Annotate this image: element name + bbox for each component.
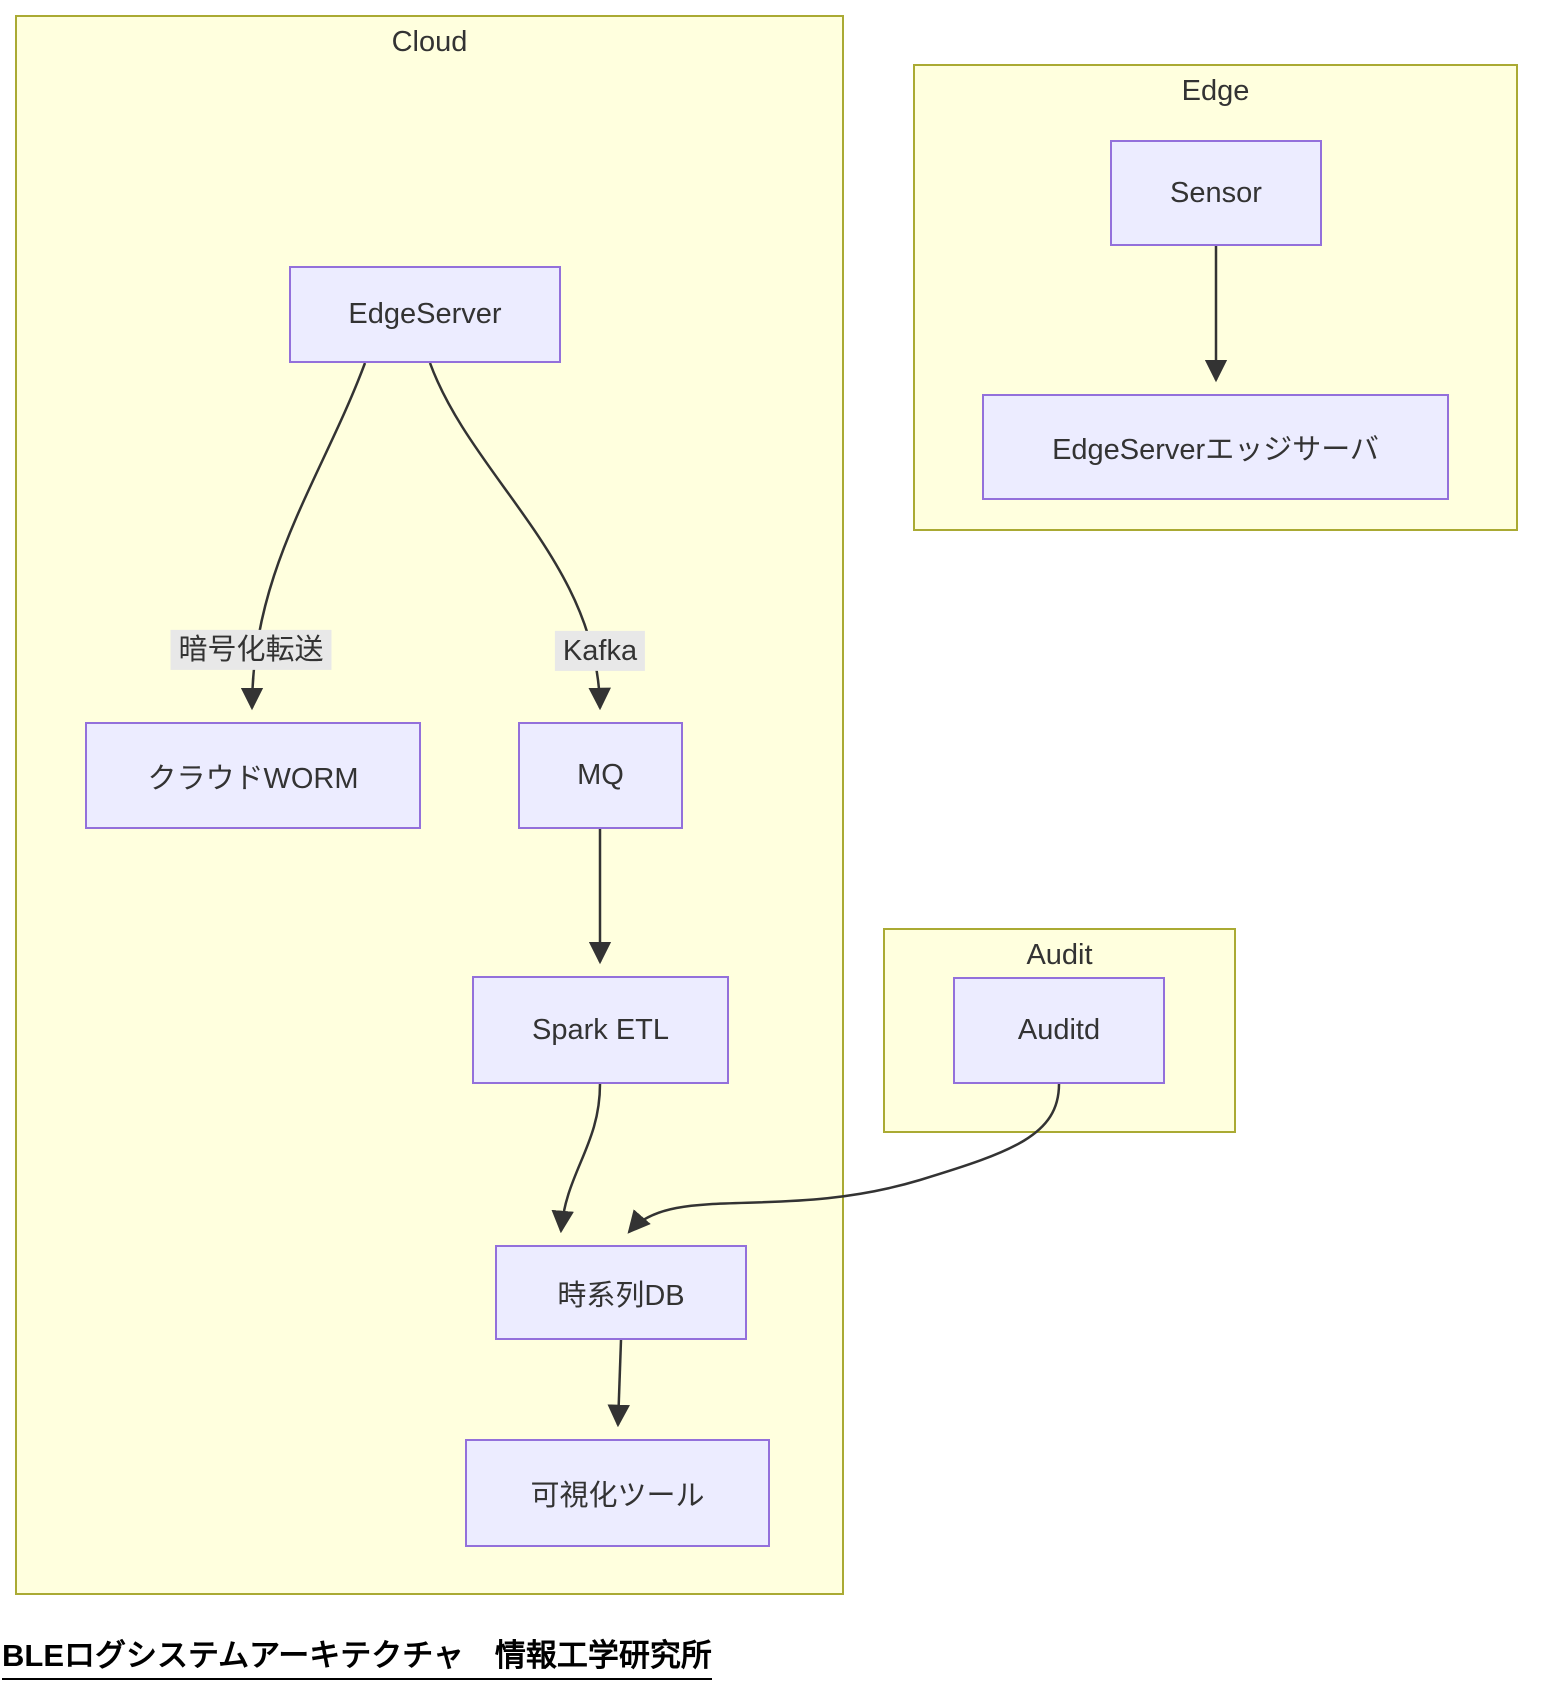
node-sensor: Sensor [1110,140,1322,246]
node-auditd-label: Auditd [1017,1014,1101,1046]
node-sensor-label: Sensor [1170,176,1262,209]
cluster-cloud-title: Cloud [391,26,468,58]
node-edgeserver-edge-label: EdgeServerエッジサーバ [1052,434,1379,466]
node-viz-tool: 可視化ツール [465,1439,770,1547]
node-edgeserver-edge: EdgeServerエッジサーバ [982,394,1449,500]
node-mq: MQ [518,722,683,829]
cluster-edge-title: Edge [1181,75,1250,107]
edge-label-kafka: Kafka [554,630,646,672]
cluster-audit-title: Audit [1026,939,1093,971]
diagram-caption: BLEログシステムアーキテクチャ 情報工学研究所 [2,1630,712,1680]
node-spark-etl: Spark ETL [472,976,729,1084]
node-edgeserver-label: EdgeServer [348,298,502,330]
node-viz-tool-label: 可視化ツール [530,1480,705,1512]
node-cloud-worm-label: クラウドWORM [147,762,359,795]
edge-label-encrypted-transfer: 暗号化転送 [170,629,332,671]
node-mq-label: MQ [577,759,624,791]
node-edgeserver: EdgeServer [289,266,561,363]
node-tsdb-label: 時系列DB [557,1279,685,1312]
node-auditd: Auditd [953,977,1165,1084]
node-spark-etl-label: Spark ETL [532,1013,669,1046]
node-cloud-worm: クラウドWORM [85,722,421,829]
node-tsdb: 時系列DB [495,1245,747,1340]
